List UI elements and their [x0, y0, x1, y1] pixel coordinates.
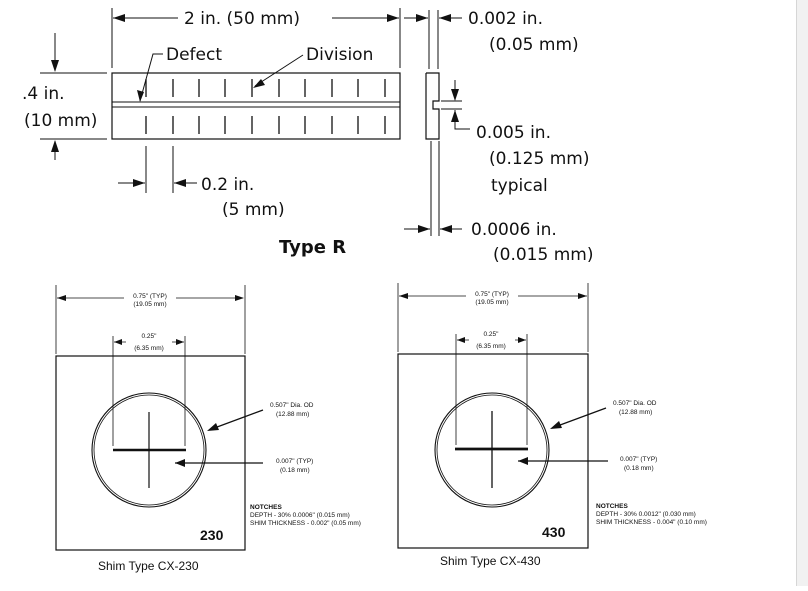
depth-in: 0.0006 in.: [471, 220, 557, 240]
shim-430-dia-mm: (12.88 mm): [619, 409, 652, 416]
shim-430-notches-title: NOTCHES: [596, 503, 628, 510]
type-r-width-mm: (10 mm): [24, 111, 97, 131]
type-r-strip: [111, 72, 401, 140]
spacing-mm: (5 mm): [222, 200, 285, 220]
shim-430-notches-shim: SHIM THICKNESS - 0.004" (0.10 mm): [596, 519, 707, 526]
shim-230-width-mm: (19.05 mm): [133, 301, 166, 308]
shim-430-circle-outer: [434, 392, 550, 508]
shim-430-caption: Shim Type CX-430: [440, 554, 541, 568]
shim-230-slot: 0.007" (TYP): [276, 458, 313, 465]
shim-230-notches-title: NOTCHES: [250, 504, 282, 511]
notch-note: typical: [491, 176, 548, 196]
shim-230-notches-shim: SHIM THICKNESS - 0.002" (0.05 mm): [250, 520, 361, 527]
shim-430-dia: 0.507" Dia. OD: [613, 400, 657, 407]
shim-230-circle-outer: [91, 392, 207, 508]
thickness-in: 0.002 in.: [468, 9, 543, 29]
shim-430-number: 430: [542, 524, 566, 540]
shim-430-circle-inner: [436, 394, 548, 506]
type-r-width-in: .4 in.: [22, 84, 65, 104]
shim-230-slot-mm: (0.18 mm): [280, 467, 310, 474]
defect-label: Defect: [166, 45, 222, 65]
shim-230-cross: 0.25": [142, 333, 158, 340]
division-label: Division: [306, 45, 373, 65]
shim-230-circle-inner: [93, 394, 205, 506]
right-scrollbar[interactable]: [796, 0, 808, 586]
shim-230-caption: Shim Type CX-230: [98, 559, 199, 573]
shim-430-outline: [397, 353, 589, 549]
shim-430-slot-mm: (0.18 mm): [624, 465, 654, 472]
shim-cx-430: 0.75" (TYP) (19.05 mm) 0.25" (6.35 mm) 0…: [397, 283, 707, 568]
shim-430-cross: 0.25": [484, 331, 500, 338]
type-r-title: Type R: [279, 237, 346, 258]
type-r-length-label: 2 in. (50 mm): [184, 9, 300, 29]
shim-230-number: 230: [200, 527, 224, 543]
shim-430-width-typ: 0.75" (TYP): [475, 291, 509, 298]
thickness-mm: (0.05 mm): [489, 35, 579, 55]
shim-230-dia-mm: (12.88 mm): [276, 411, 309, 418]
shim-230-notches-depth: DEPTH - 30% 0.0006" (0.015 mm): [250, 512, 350, 519]
shim-430-width-mm: (19.05 mm): [475, 299, 508, 306]
shim-430-slot: 0.007" (TYP): [620, 456, 657, 463]
spacing-in: 0.2 in.: [201, 175, 254, 195]
depth-mm: (0.015 mm): [493, 245, 593, 265]
notch-in: 0.005 in.: [476, 123, 551, 143]
notch-mm: (0.125 mm): [489, 149, 589, 169]
type-r-division-ticks: [145, 79, 386, 134]
shim-230-dia: 0.507" Dia. OD: [270, 402, 314, 409]
shim-230-cross-mm: (6.35 mm): [134, 345, 164, 352]
type-r-side-view: 0.002 in. (0.05 mm) 0.005 in. (0.125 mm)…: [404, 9, 593, 265]
shim-430-notches-depth: DEPTH - 30% 0.0012" (0.030 mm): [596, 511, 696, 518]
shim-430-cross-mm: (6.35 mm): [476, 343, 506, 350]
type-r-diagram: 2 in. (50 mm) Defect Division .4 in. (10…: [22, 8, 593, 265]
shim-cx-230: 0.75" (TYP) (19.05 mm) 0.25" (6.35 mm) 0…: [55, 285, 361, 573]
shim-230-outline: [55, 355, 246, 551]
shim-230-width-typ: 0.75" (TYP): [133, 293, 167, 300]
